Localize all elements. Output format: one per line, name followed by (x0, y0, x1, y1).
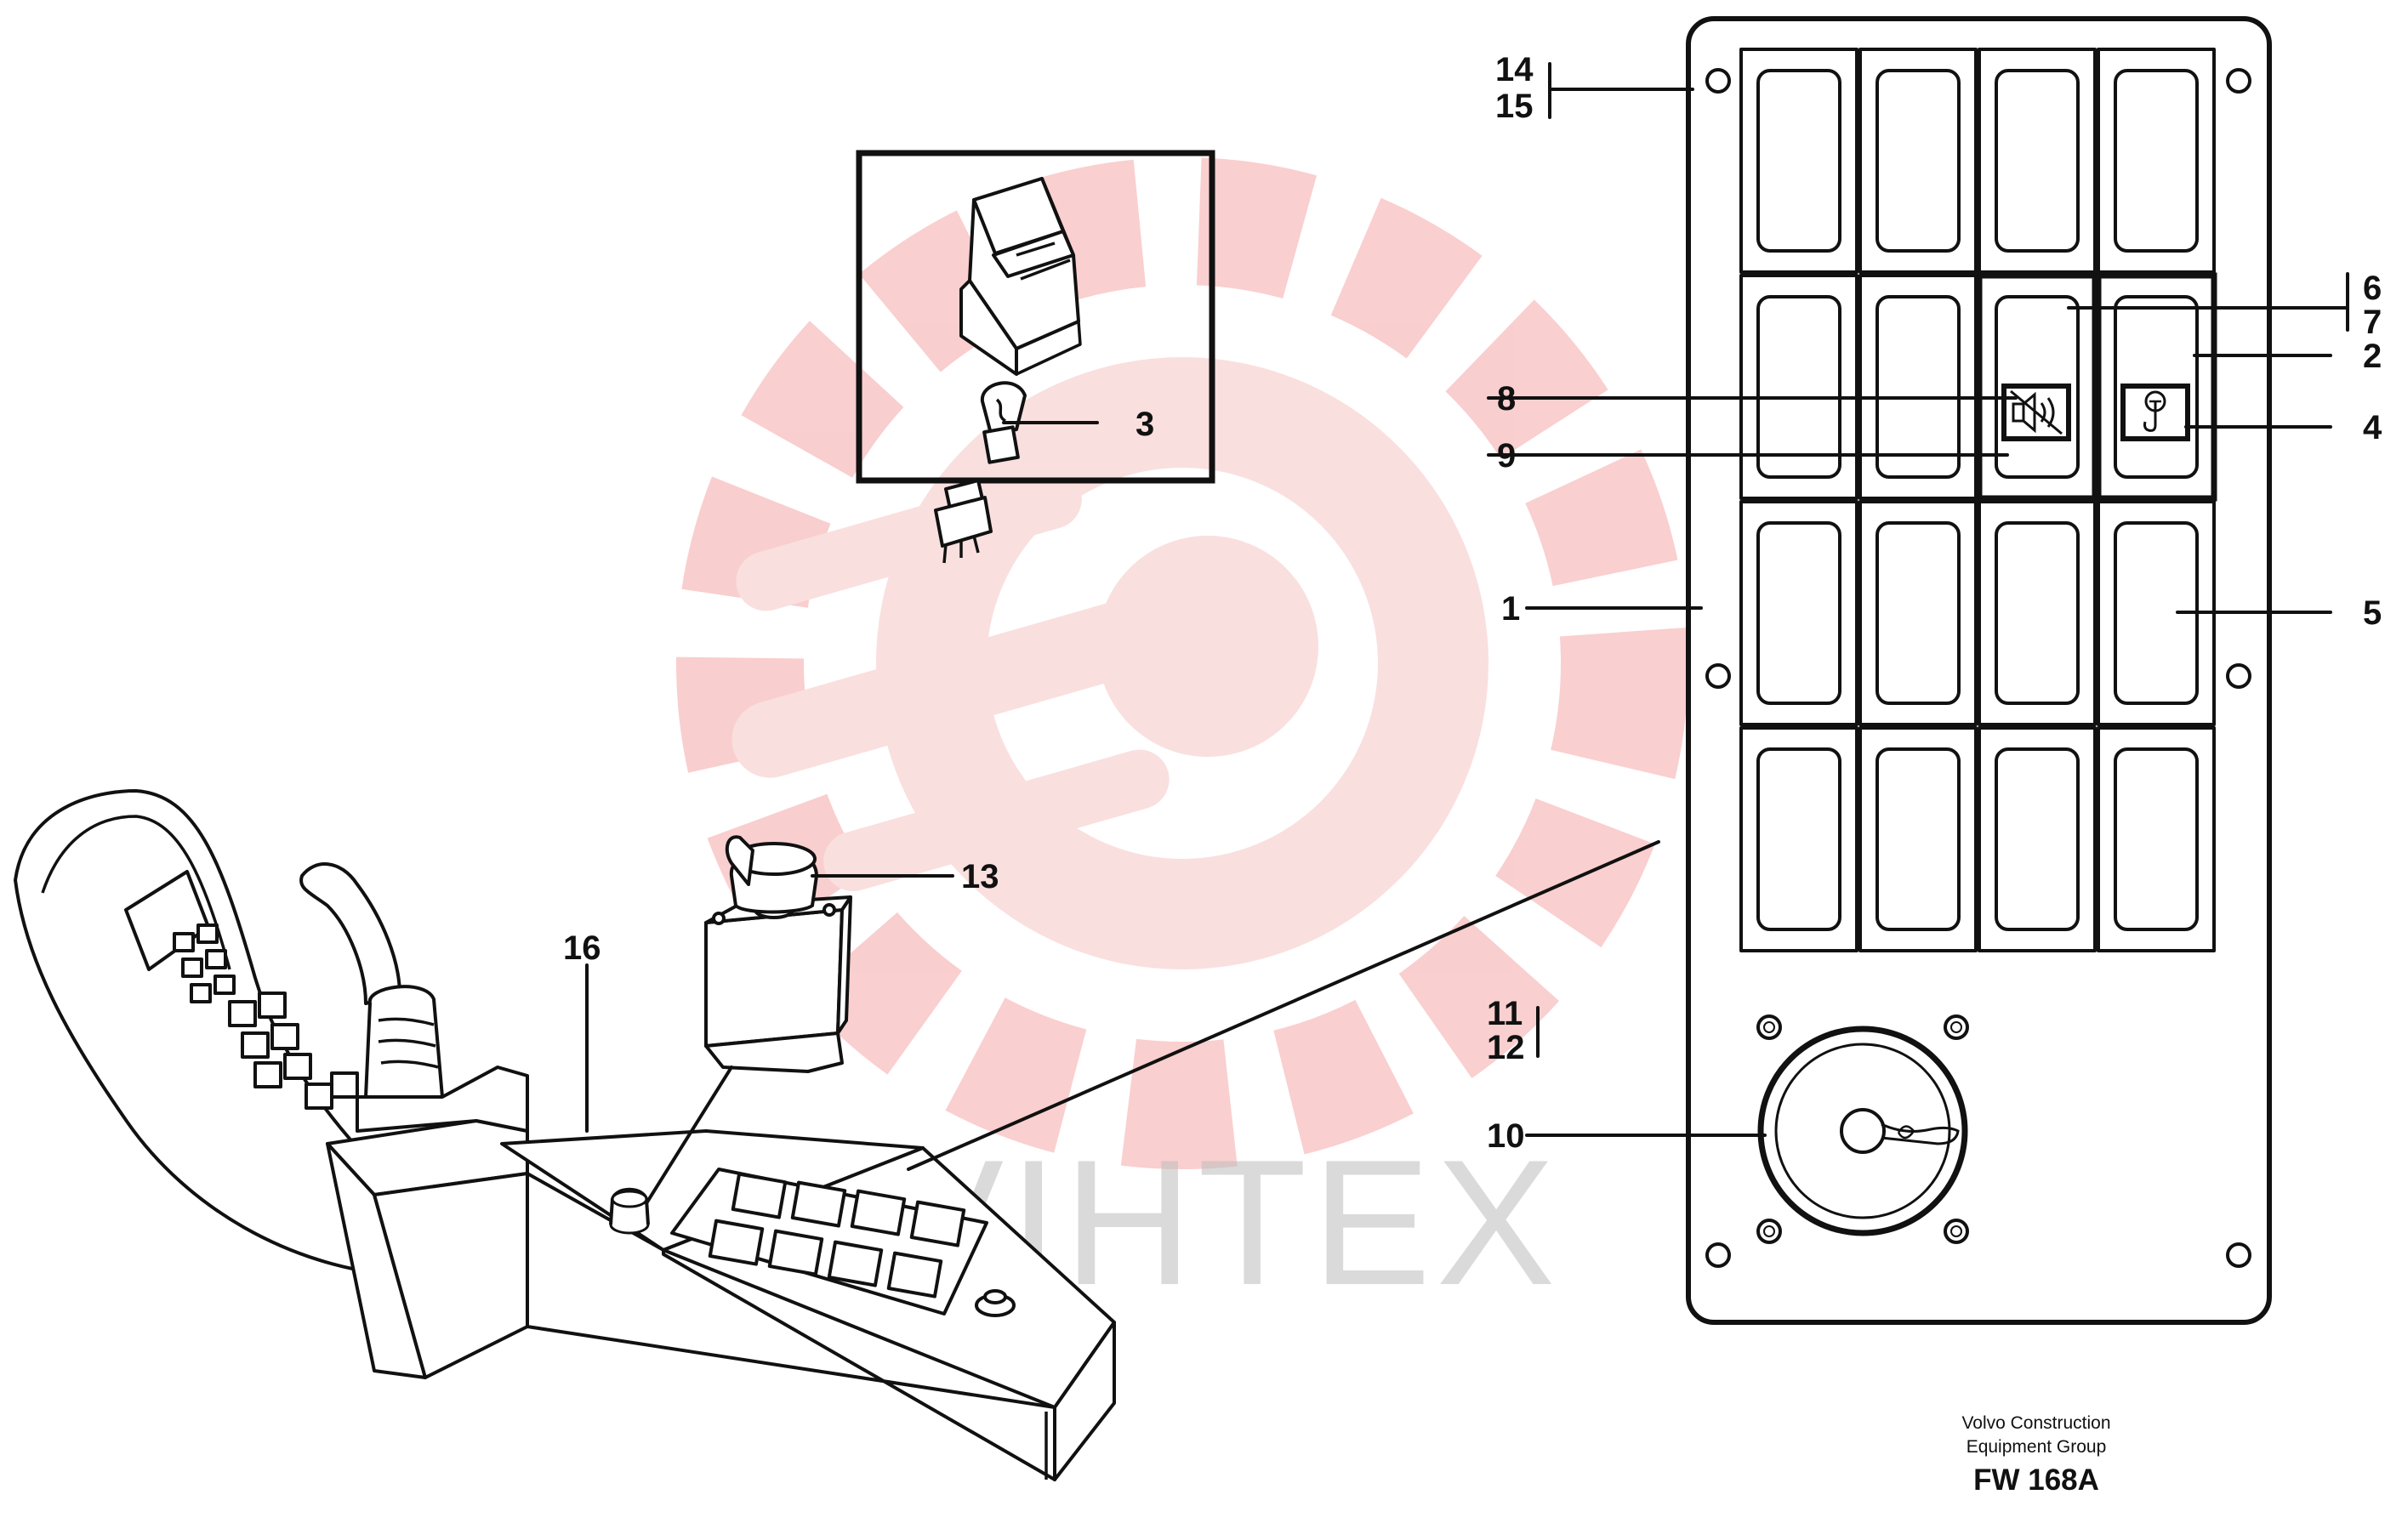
callout-8: 8 (1497, 380, 1516, 418)
callout-10: 10 (1487, 1117, 1525, 1155)
key-switch (704, 835, 852, 1073)
console-switches (708, 1172, 1016, 1317)
callout-2: 2 (2363, 338, 2382, 375)
callout-9: 9 (1497, 437, 1516, 475)
callout-5: 5 (2363, 594, 2382, 632)
caption-line-2: Equipment Group (1967, 1437, 2107, 1457)
switch-detail-inset (856, 150, 1215, 564)
switch-grid (1739, 48, 2217, 952)
callout-3: 3 (1136, 406, 1154, 443)
crane-hook-icon (2120, 384, 2190, 441)
callout-4: 4 (2363, 409, 2382, 446)
operator-console (14, 789, 1116, 1481)
rocker-switch (959, 177, 1082, 376)
callout-1: 1 (1501, 590, 1520, 628)
switch-panel (1686, 16, 2272, 1325)
connection-line-panel (907, 840, 1660, 1171)
callout-14: 14 (1495, 51, 1534, 88)
caption-line-1: Volvo Construction (1961, 1413, 2110, 1433)
callout-13: 13 (961, 858, 999, 895)
horn-dial (1756, 1014, 1969, 1244)
callout-12: 12 (1487, 1029, 1525, 1066)
console-knob (609, 1187, 650, 1235)
callout-11: 11 (1487, 995, 1523, 1032)
joystick-keypad (173, 923, 359, 1110)
leader-lines (585, 62, 2349, 1137)
figure-code: FW 168A (1973, 1463, 2099, 1497)
callout-16: 16 (563, 929, 601, 967)
connection-line-keyswitch (645, 1065, 733, 1205)
callout-7: 7 (2363, 304, 2382, 341)
gear-wrench-logo-icon (676, 157, 1688, 1169)
callout-15: 15 (1495, 88, 1534, 125)
speaker-mute-icon (2001, 384, 2071, 441)
bulb-holder (934, 479, 993, 564)
callout-6: 6 (2363, 270, 2382, 307)
